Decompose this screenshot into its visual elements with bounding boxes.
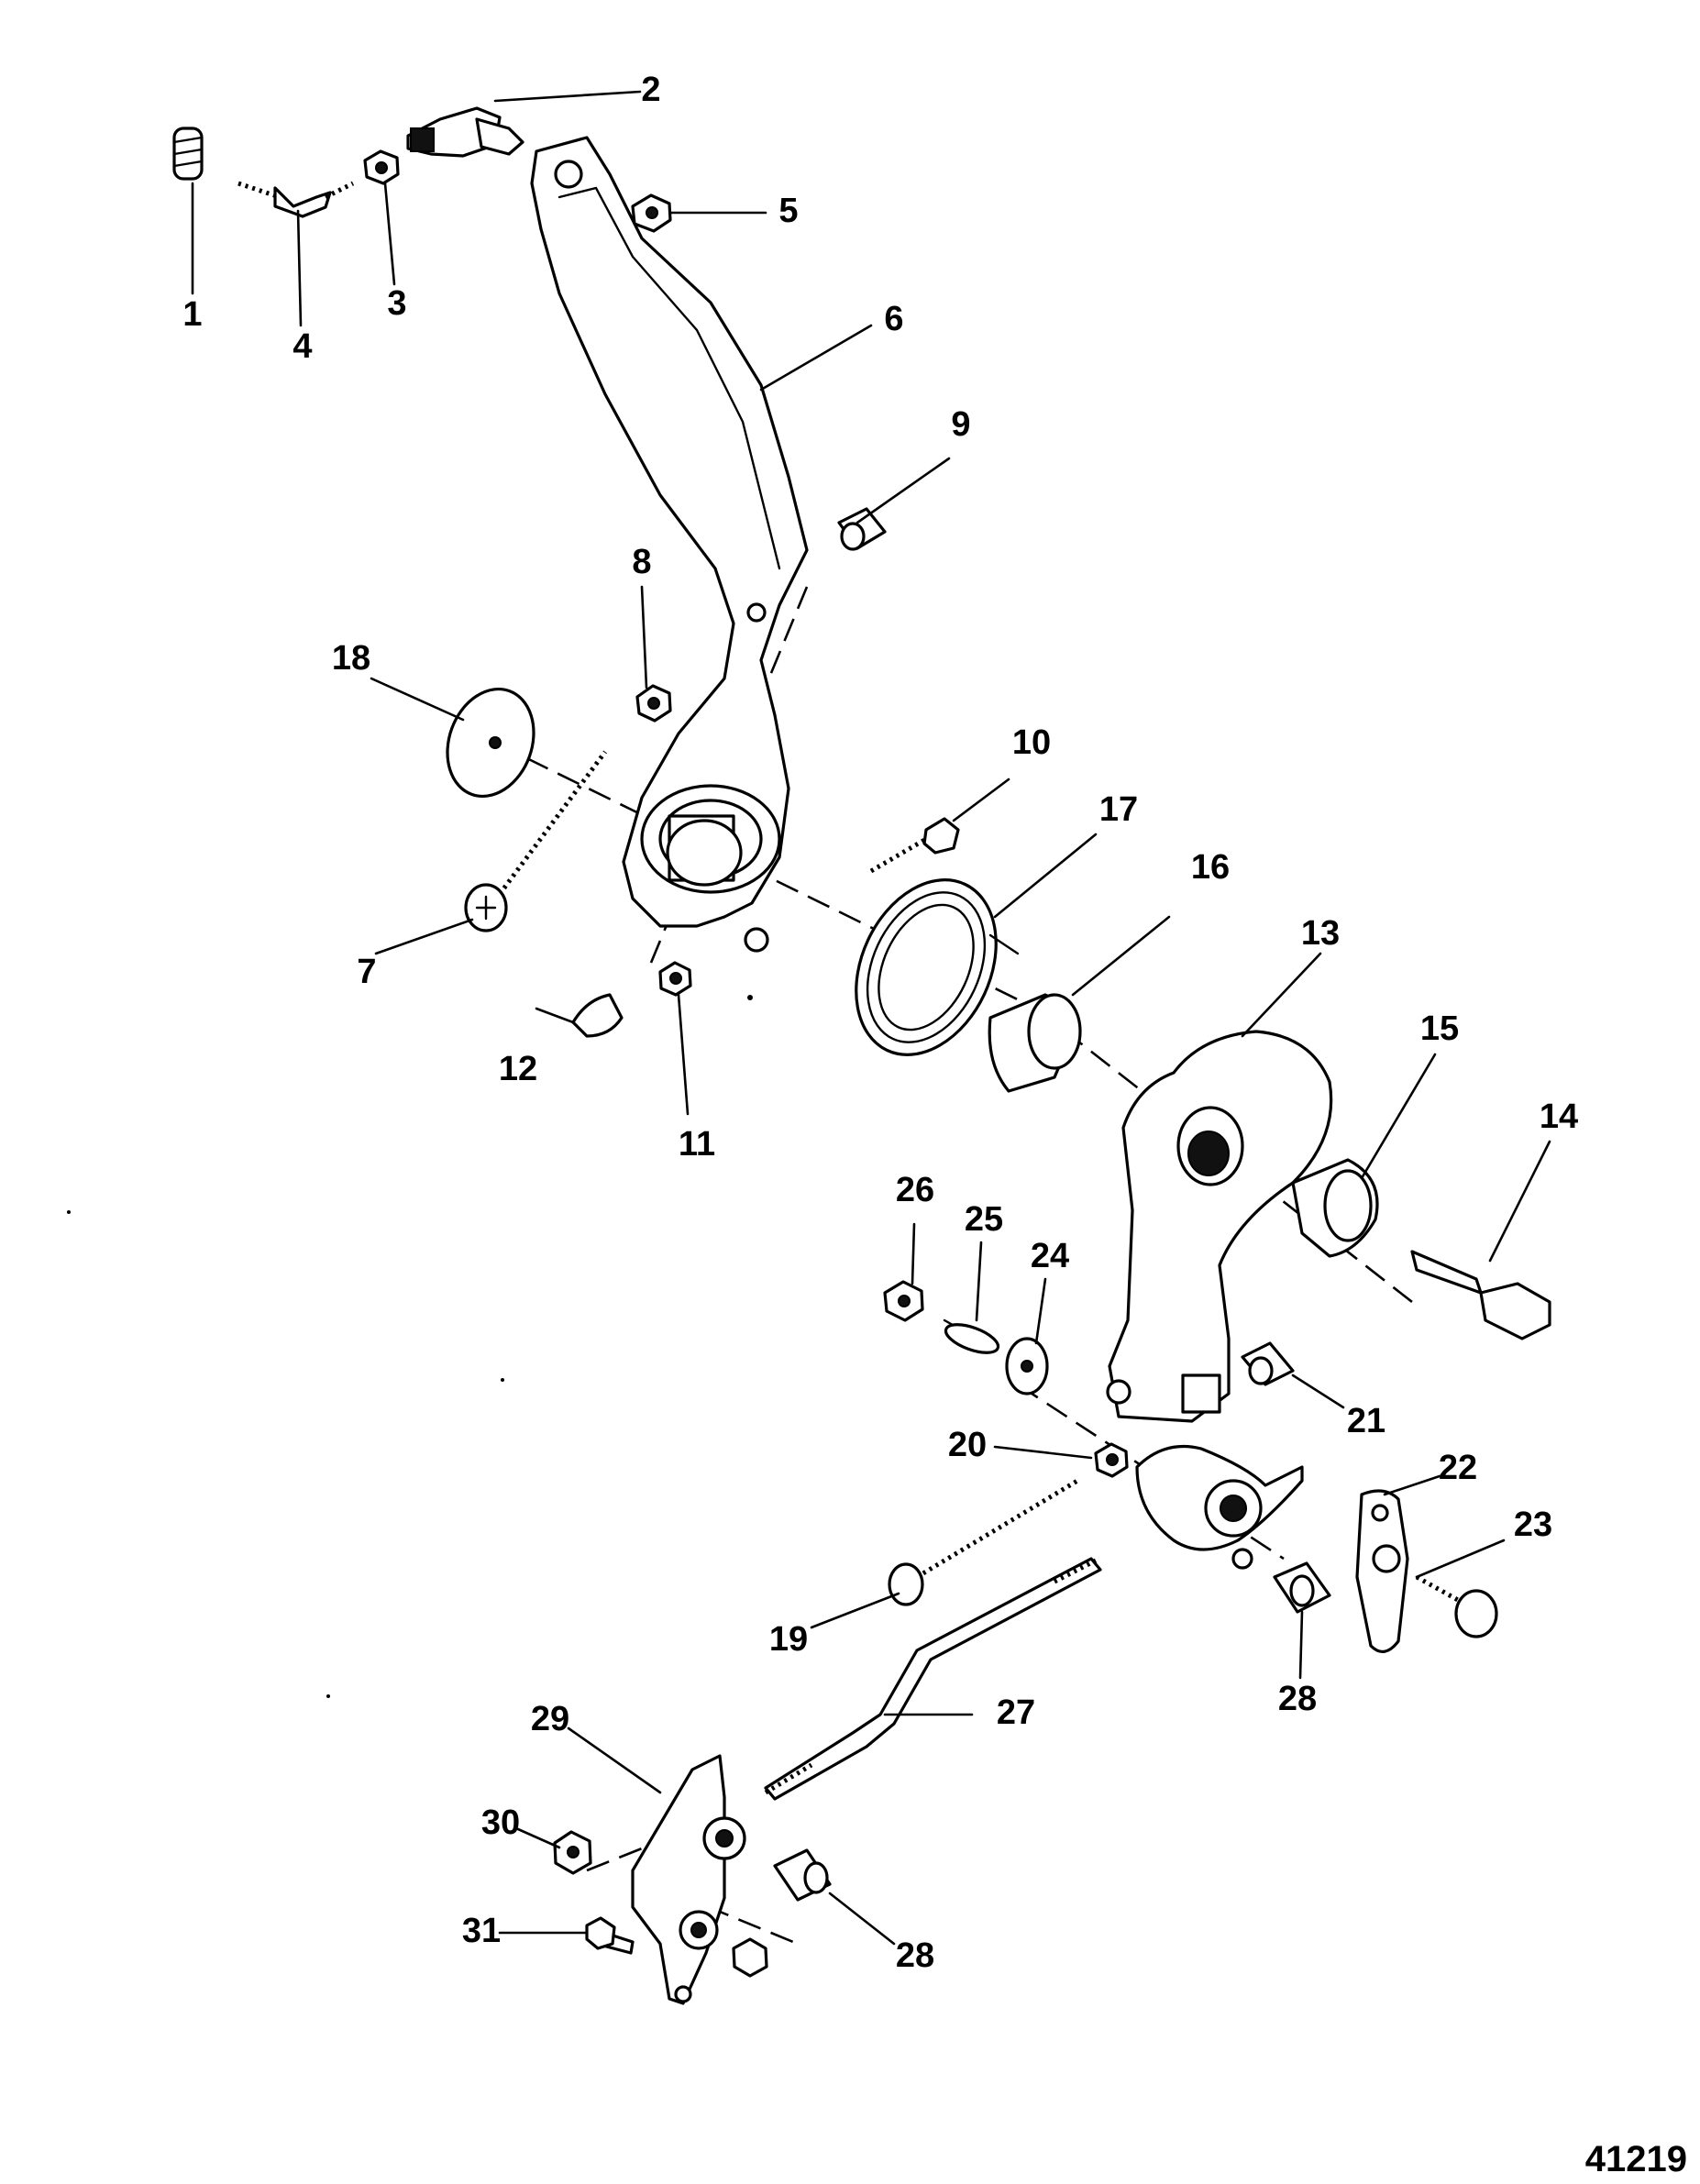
part-28-connector-upper — [1273, 1561, 1331, 1614]
leader-lines — [191, 90, 1551, 1946]
part-14-bolt — [1410, 1250, 1551, 1340]
callout-24: 24 — [1031, 1237, 1069, 1275]
part-28-connector-lower — [773, 1848, 832, 1902]
part-12-cap — [571, 993, 624, 1038]
part-17-spring — [855, 878, 1020, 1056]
callout-25: 25 — [965, 1200, 1003, 1239]
part-29-bracket — [631, 1754, 746, 2005]
callout-9: 9 — [951, 405, 970, 444]
part-4-link-rod — [237, 181, 355, 218]
part-16-bushing — [988, 993, 1082, 1093]
part-13-shift-lever — [1106, 1030, 1333, 1570]
part-2-rod-end — [406, 106, 524, 158]
callout-labels: 1 2 3 4 5 6 7 8 9 10 11 12 13 14 15 16 1… — [182, 71, 1578, 1975]
part-24-washer — [1005, 1337, 1049, 1395]
retaining-nut-lower — [732, 1937, 768, 1978]
part-23-screw — [1415, 1574, 1498, 1638]
part-18-washer — [446, 687, 535, 799]
callout-7: 7 — [357, 953, 376, 991]
part-7-screw — [464, 750, 608, 932]
part-15-bushing — [1291, 1158, 1379, 1258]
part-10-screw — [869, 817, 960, 874]
part-30-nut — [553, 1830, 592, 1875]
callout-28-lower: 28 — [896, 1936, 934, 1975]
callout-29: 29 — [531, 1700, 569, 1738]
callout-16: 16 — [1191, 848, 1230, 887]
part-5-nut — [631, 193, 672, 233]
callout-5: 5 — [778, 192, 798, 230]
part-20-nut — [1094, 1442, 1129, 1478]
callout-15: 15 — [1420, 1009, 1459, 1048]
callout-13: 13 — [1301, 914, 1340, 953]
part-25-spring — [943, 1318, 1000, 1354]
callout-19: 19 — [769, 1620, 808, 1659]
part-26-nut — [883, 1280, 924, 1322]
callout-28-upper: 28 — [1278, 1680, 1317, 1718]
callout-14: 14 — [1540, 1098, 1578, 1136]
callout-30: 30 — [481, 1803, 520, 1842]
callout-2: 2 — [641, 71, 660, 109]
part-27-shift-rod — [764, 1557, 1102, 1801]
callout-17: 17 — [1099, 790, 1138, 829]
callout-1: 1 — [182, 295, 202, 334]
callout-31: 31 — [462, 1912, 501, 1950]
callout-3: 3 — [387, 284, 406, 323]
part-21-spacer — [1241, 1341, 1295, 1386]
callout-18: 18 — [332, 639, 370, 678]
callout-10: 10 — [1012, 723, 1051, 762]
callout-6: 6 — [884, 300, 903, 338]
part-3-nut — [363, 149, 400, 185]
callout-21: 21 — [1347, 1402, 1385, 1440]
callout-11: 11 — [679, 1125, 715, 1164]
callout-8: 8 — [632, 543, 651, 581]
part-22-link — [1355, 1489, 1409, 1653]
callout-22: 22 — [1439, 1449, 1477, 1487]
callout-23: 23 — [1514, 1506, 1552, 1544]
figure-number: 41219 — [1585, 2139, 1687, 2179]
part-11-nut — [658, 961, 692, 997]
part-6-throttle-lever — [530, 136, 809, 953]
part-9-spacer — [837, 507, 887, 551]
callout-4: 4 — [293, 327, 312, 366]
callout-20: 20 — [948, 1426, 987, 1464]
part-1-screw — [172, 127, 204, 181]
callout-26: 26 — [896, 1171, 934, 1209]
callout-27: 27 — [997, 1693, 1035, 1732]
part-31-screw — [585, 1916, 635, 1955]
scan-specks — [67, 995, 753, 1698]
callout-12: 12 — [499, 1050, 537, 1088]
center-lines — [494, 586, 1413, 1946]
part-8-nut — [635, 684, 672, 722]
